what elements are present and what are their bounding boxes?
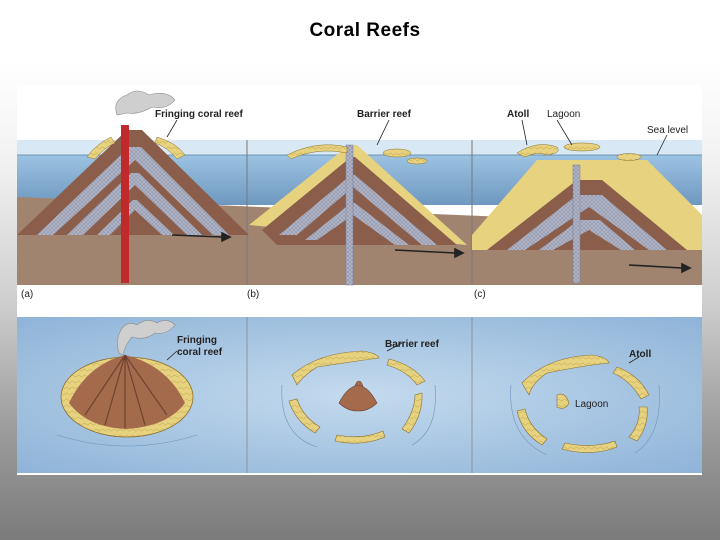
magma-conduit (121, 125, 129, 283)
coral-reef-diagram: Fringing coral reef Barrier reef Atoll L… (17, 85, 702, 475)
top-view-group: Fringing coral reef Barrier reef Atoll L… (17, 317, 702, 473)
cross-section-group: Fringing coral reef Barrier reef Atoll L… (17, 91, 702, 300)
panel-letter-a: (a) (21, 289, 33, 300)
label-fringing-coral-reef: Fringing coral reef (155, 109, 243, 120)
top-label-fringing-line1: Fringing (177, 335, 217, 346)
label-lagoon: Lagoon (547, 109, 580, 120)
top-label-lagoon: Lagoon (575, 399, 608, 410)
label-sea-level: Sea level (647, 125, 688, 136)
slide-title: Coral Reefs (0, 20, 720, 42)
top-label-atoll: Atoll (629, 349, 651, 360)
label-atoll: Atoll (507, 109, 529, 120)
top-label-barrier-reef: Barrier reef (385, 339, 440, 350)
label-barrier-reef: Barrier reef (357, 109, 412, 120)
panel-letter-c: (c) (474, 289, 486, 300)
top-label-fringing-line2: coral reef (177, 347, 223, 358)
coral-reef-figure: Fringing coral reef Barrier reef Atoll L… (17, 85, 702, 475)
panel-letter-b: (b) (247, 289, 259, 300)
